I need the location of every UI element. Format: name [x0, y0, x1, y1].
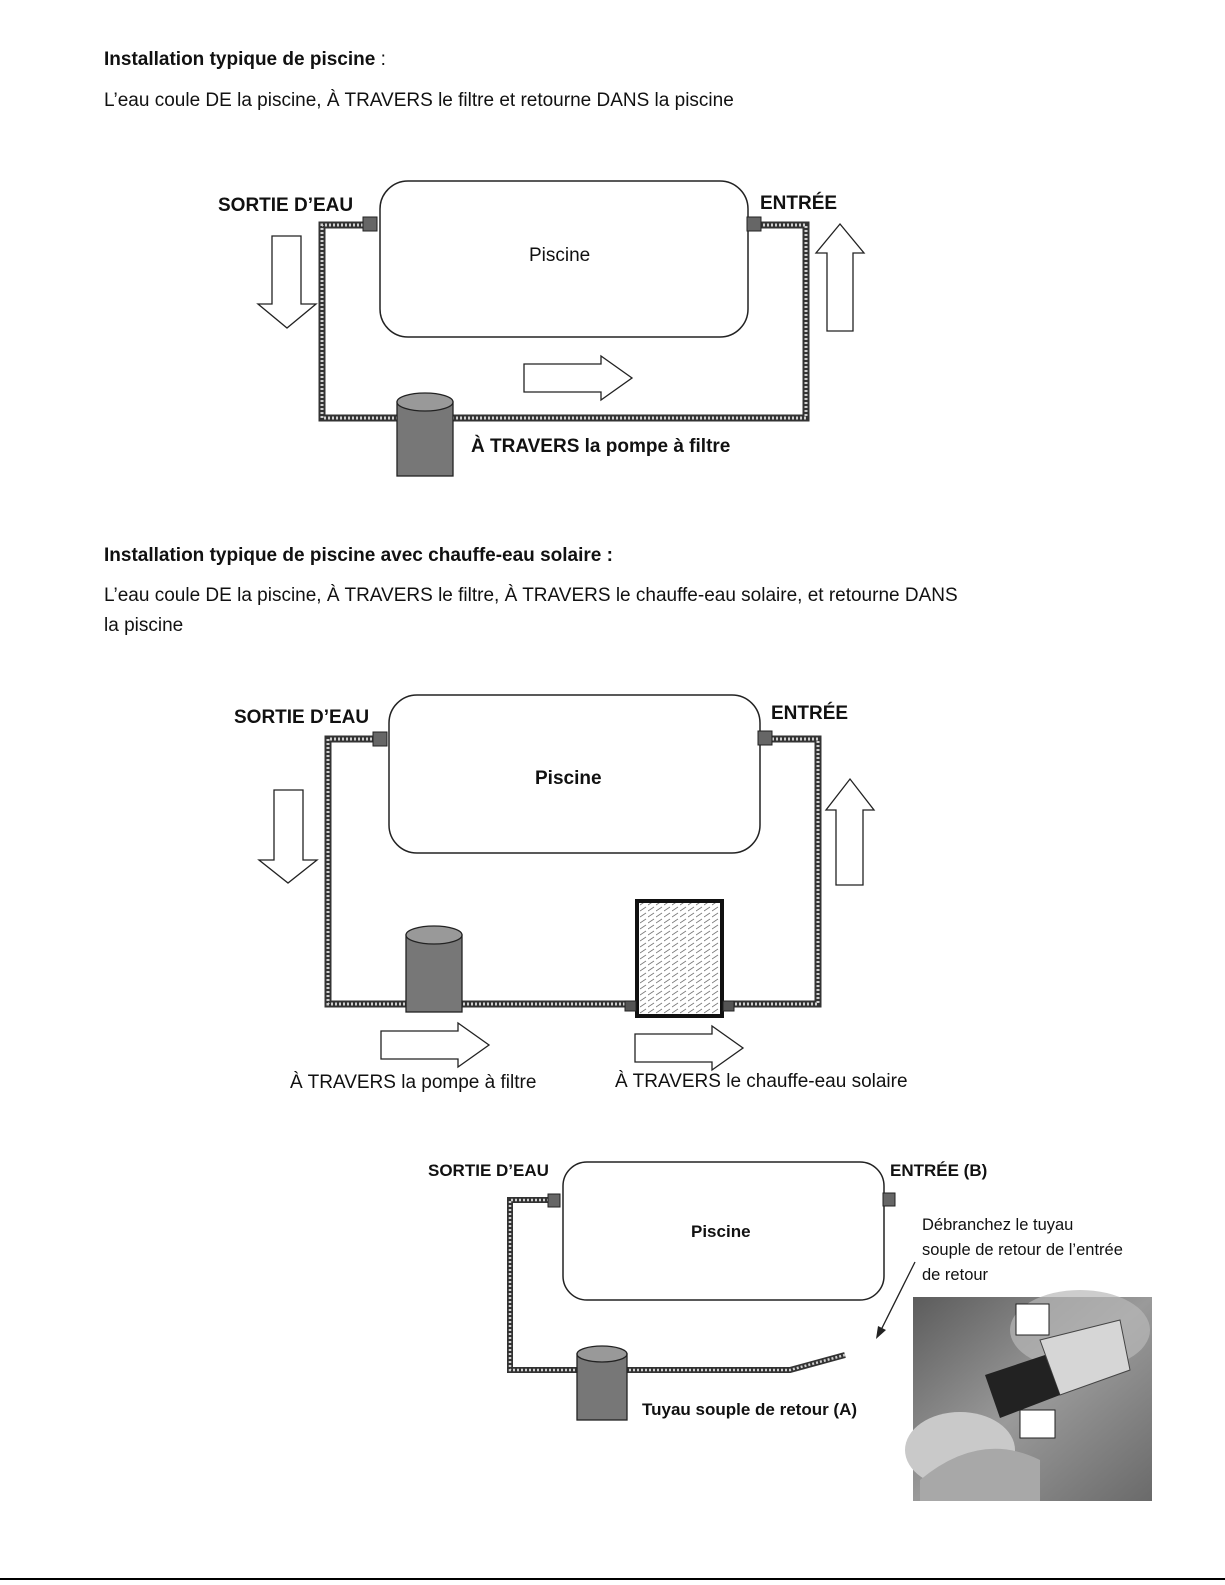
diagram3-instruction-line1: Débranchez le tuyau — [922, 1213, 1123, 1238]
diagram2-inlet-fitting — [758, 731, 772, 745]
diagram2-down-arrow — [259, 790, 317, 883]
diagram1-pump — [397, 393, 453, 476]
page-bottom-rule — [0, 1578, 1225, 1580]
diagram1-up-arrow — [816, 224, 864, 331]
diagram3-pool-label: Piscine — [691, 1222, 751, 1242]
diagram2-outlet-label: SORTIE D’EAU — [234, 707, 369, 729]
diagram2-heater-caption: À TRAVERS le chauffe-eau solaire — [615, 1071, 908, 1093]
diagram3-inlet-fitting — [883, 1193, 895, 1206]
diagram2-up-arrow — [826, 779, 874, 885]
diagram1-outlet-fitting — [363, 217, 377, 231]
diagram2-pool-label: Piscine — [535, 768, 602, 790]
photo-callout-box-b — [1016, 1304, 1049, 1335]
diagram3-hose-caption: Tuyau souple de retour (A) — [642, 1400, 857, 1420]
diagram2-right-arrow-pump — [381, 1023, 489, 1067]
diagram3-pointer-arrowhead — [876, 1326, 886, 1339]
diagram2-pump-caption: À TRAVERS la pompe à filtre — [290, 1072, 536, 1094]
diagram1-pool-label: Piscine — [529, 245, 590, 267]
diagram2-outlet-fitting — [373, 732, 387, 746]
diagram2-right-arrow-heater — [635, 1026, 743, 1070]
diagram3-instruction: Débranchez le tuyau souple de retour de … — [922, 1213, 1123, 1288]
diagram3-inlet-label: ENTRÉE (B) — [890, 1161, 987, 1181]
diagram1-inlet-fitting — [747, 217, 761, 231]
diagram1-down-arrow — [258, 236, 316, 328]
diagram3-pump — [577, 1346, 627, 1420]
hose-photo — [905, 1290, 1152, 1501]
diagram2-inlet-label: ENTRÉE — [771, 703, 848, 725]
diagram3-instruction-line2: souple de retour de l’entrée — [922, 1238, 1123, 1263]
diagram1 — [258, 181, 864, 476]
diagram1-pump-caption: À TRAVERS la pompe à filtre — [471, 436, 730, 458]
diagram2-solar-heater — [637, 901, 722, 1016]
diagram2-heater-out-fitting — [723, 1001, 734, 1011]
diagram2 — [259, 695, 874, 1070]
diagram1-outlet-label: SORTIE D’EAU — [218, 195, 353, 217]
diagram1-right-arrow — [524, 356, 632, 400]
diagram3-outlet-fitting — [548, 1194, 560, 1207]
diagram3-outlet-label: SORTIE D’EAU — [428, 1161, 549, 1181]
diagram1-inlet-label: ENTRÉE — [760, 193, 837, 215]
diagram3-instruction-line3: de retour — [922, 1263, 1123, 1288]
photo-callout-box-a — [1020, 1410, 1055, 1438]
diagram2-heater-in-fitting — [625, 1001, 636, 1011]
diagram3-pointer-arrow — [880, 1262, 915, 1332]
diagram2-pump — [406, 926, 462, 1012]
